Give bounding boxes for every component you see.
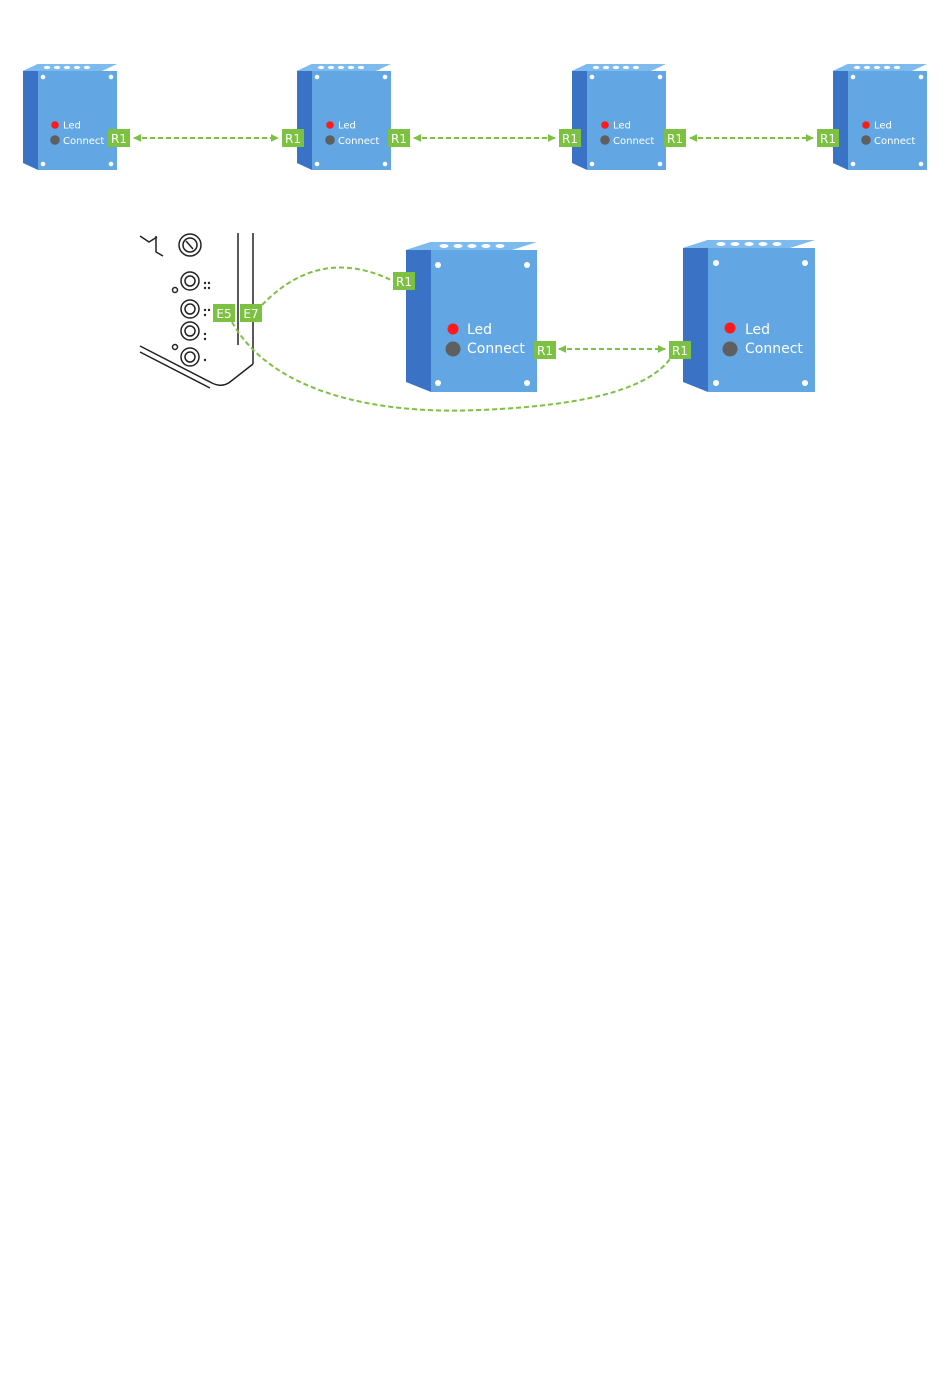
connect-indicator-icon [861,135,871,145]
led-indicator-icon [601,121,609,129]
led-label: Led [467,322,492,338]
connector-e5-icon [181,300,199,318]
controller-inner-edge [156,236,163,256]
box-side [23,64,38,170]
port-e7-label: E7 [243,307,258,321]
box-side [833,64,848,170]
connect-label: Connect [467,341,525,357]
connect-label: Connect [613,136,654,147]
connector-e-lower-icon [181,322,199,340]
port-r1-left-label: R1 [562,132,578,146]
box-side [683,240,708,392]
ring-device-1: Led Connect R1 R1 [393,242,556,392]
port-r1-right-label: R1 [667,132,683,146]
controller-unit [140,233,253,388]
link-e7-to-device-1 [262,268,393,306]
connector-e-top-icon [181,272,199,290]
controller-edge-top [140,236,157,242]
box-front [708,248,815,392]
port-r1-label: R1 [820,132,836,146]
led-indicator-icon [326,121,334,129]
led-indicator-icon [725,323,736,334]
led-label: Led [338,121,356,132]
box-front [431,250,537,392]
led-label: Led [63,121,81,132]
port-e5-label: E5 [216,307,231,321]
connector-e-bottom-icon [181,348,199,366]
connect-label: Connect [63,136,104,147]
connect-indicator-icon [325,135,335,145]
port-r1-right-label: R1 [537,344,553,358]
port-r1-right-label: R1 [391,132,407,146]
led-indicator-icon [448,324,459,335]
connect-label: Connect [338,136,379,147]
chain-device-1: Led Connect R1 [23,64,130,170]
controller-dots [204,282,210,361]
led-indicator-icon [862,121,870,129]
port-r1-top-label: R1 [396,275,412,289]
indicator-hole-1 [173,288,178,293]
chain-device-3: Led Connect R1 R1 [559,64,686,170]
indicator-hole-2 [173,345,178,350]
led-indicator-icon [51,121,59,129]
connect-indicator-icon [600,135,610,145]
connect-label: Connect [874,136,915,147]
box-side [572,64,587,170]
key-switch-icon [179,234,201,256]
port-r1-left-label: R1 [285,132,301,146]
led-label: Led [613,121,631,132]
chain-device-2: Led Connect R1 R1 [282,64,410,170]
connect-indicator-icon [446,342,461,357]
led-label: Led [745,322,770,338]
connect-label: Connect [745,341,803,357]
port-r1-label: R1 [111,132,127,146]
box-side [406,242,431,392]
led-label: Led [874,121,892,132]
box-side [297,64,312,170]
ring-device-2: Led Connect R1 [669,240,815,392]
connect-indicator-icon [723,342,738,357]
connect-indicator-icon [50,135,60,145]
chain-device-4: Led Connect R1 [817,64,927,170]
port-r1-label: R1 [672,344,688,358]
